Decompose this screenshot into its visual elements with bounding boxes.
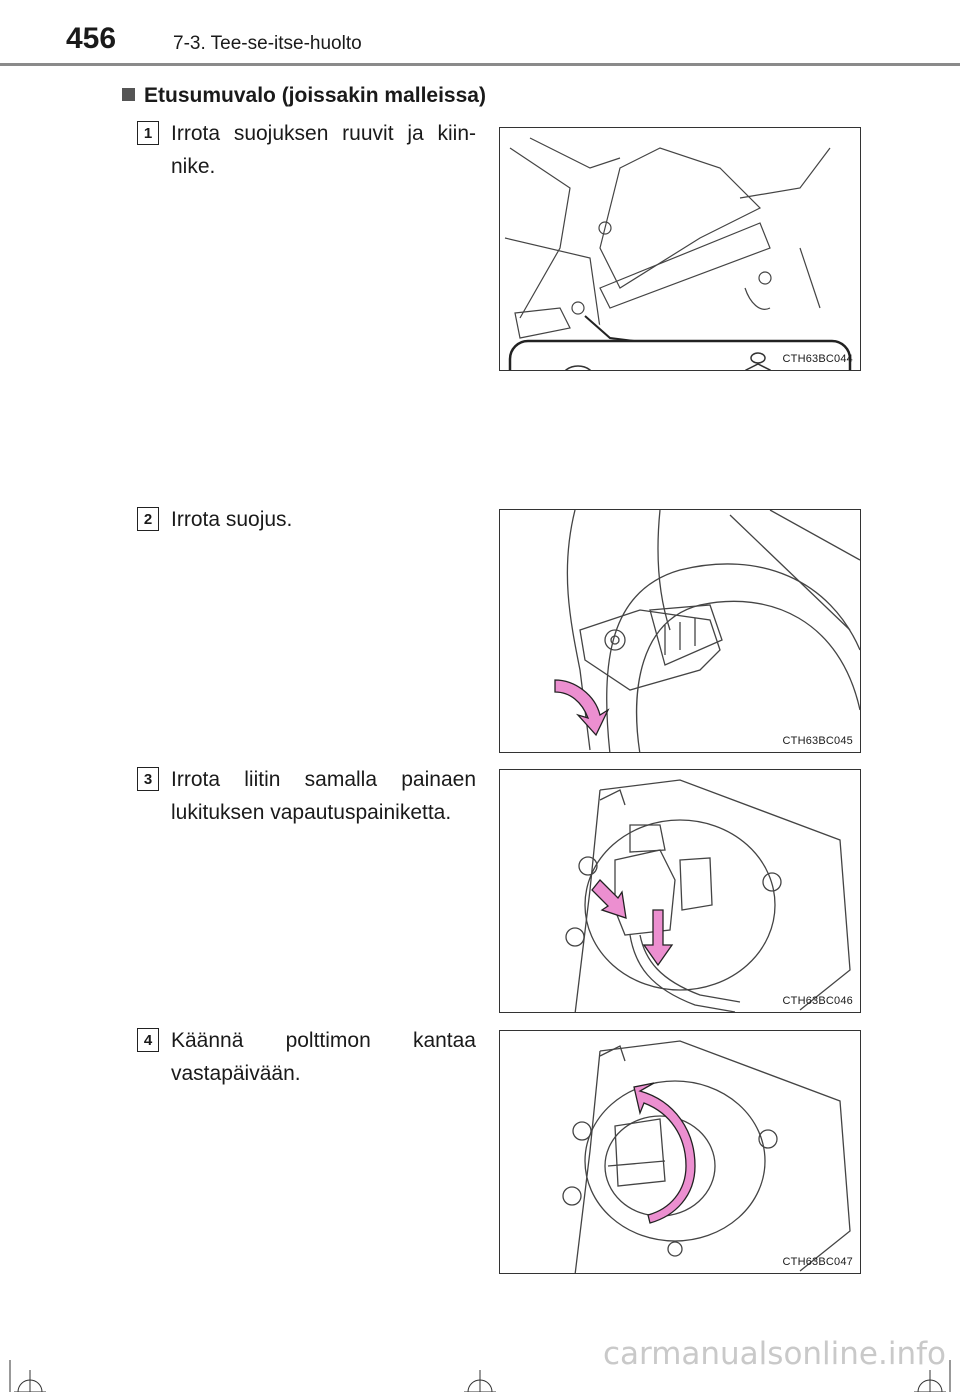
- chapter-title: 7-3. Tee-se-itse-huolto: [173, 33, 362, 54]
- bulb-rotation-illustration: [562, 1040, 851, 1273]
- crop-marks-icon: [9, 1360, 951, 1392]
- step-text-4: Käännä polttimon kantaa vastapäivään.: [171, 1029, 476, 1085]
- cover-removal-illustration: [554, 510, 860, 752]
- figure-step-1: CTH63BC044: [499, 127, 861, 371]
- step-number-3: 3: [137, 767, 159, 791]
- step-text-3: Irrota liitin samalla painaen lukituksen…: [171, 768, 476, 824]
- screw-removal-illustration: [504, 137, 852, 370]
- figure-step-2: CTH63BC045: [499, 509, 861, 753]
- step-number-2: 2: [137, 507, 159, 531]
- connector-release-illustration: [565, 779, 851, 1012]
- bullet-square-icon: [122, 88, 135, 101]
- figure-step-4: CTH63BC047: [499, 1030, 861, 1274]
- step-text-1: Irrota suojuksen ruuvit ja kiin-nike.: [171, 122, 476, 178]
- figure-code-3: CTH63BC046: [782, 995, 853, 1007]
- figure-code-4: CTH63BC047: [782, 1256, 853, 1268]
- figure-step-3: CTH63BC046: [499, 769, 861, 1013]
- figure-code-2: CTH63BC045: [782, 735, 853, 747]
- step-number-4: 4: [137, 1028, 159, 1052]
- page-number: 456: [66, 22, 117, 55]
- figure-code-1: CTH63BC044: [782, 353, 853, 365]
- step-number-1: 1: [137, 121, 159, 145]
- watermark: carmanualsonline.info: [602, 1336, 946, 1372]
- step-text-2: Irrota suojus.: [171, 508, 293, 531]
- section-title: Etusumuvalo (joissakin malleissa): [122, 84, 486, 108]
- section-title-text: Etusumuvalo (joissakin malleissa): [144, 84, 486, 107]
- header-rule: [0, 63, 960, 66]
